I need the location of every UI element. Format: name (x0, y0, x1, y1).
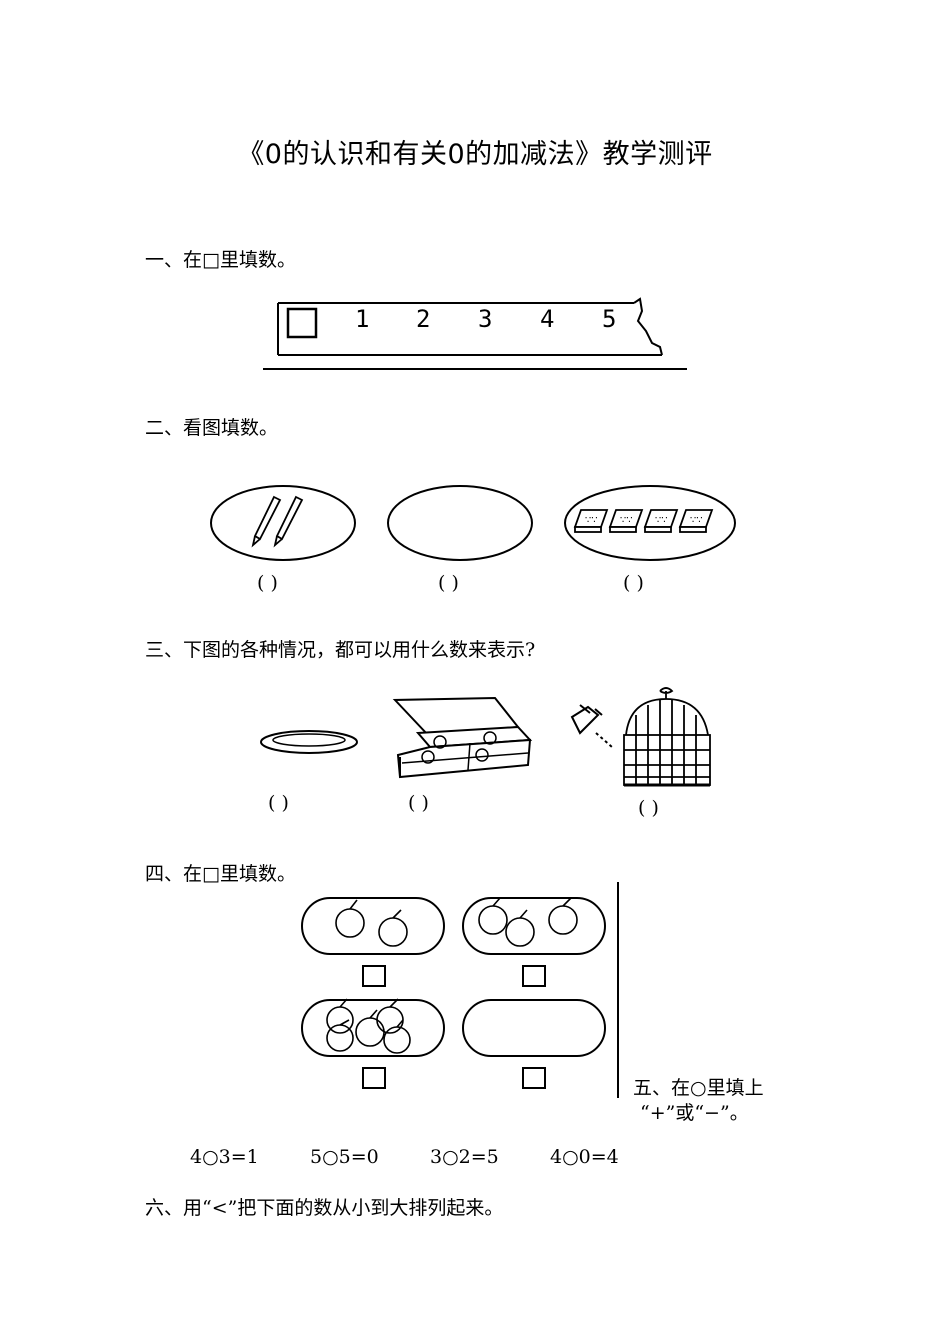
flying-bird-icon (570, 704, 613, 748)
apple-box-icon (392, 696, 533, 779)
answer-blank[interactable]: ( ) (268, 792, 289, 814)
svg-text:∵∵: ∵∵ (655, 515, 668, 526)
answer-box[interactable] (522, 965, 546, 987)
ruler-number: 2 (416, 305, 431, 333)
svg-text:∵∵: ∵∵ (585, 515, 598, 526)
ruler-number: 4 (540, 305, 555, 333)
eraser-icon: ∵∵ (573, 509, 609, 533)
pencil-icon (251, 495, 282, 548)
eraser-icon: ∵∵ (608, 509, 644, 533)
apple-icon (478, 897, 508, 935)
apple-icon (505, 909, 535, 947)
answer-box[interactable] (362, 965, 386, 987)
apple-icon (326, 998, 354, 1034)
question-4-label: 四、在□里填数。 (145, 863, 296, 885)
empty-plate-icon (260, 730, 358, 754)
question-5-label-cont: “+”或“−”。 (640, 1102, 749, 1124)
erasers-oval-figure: ∵∵ ∵∵ ∵∵ ∵∵ (564, 485, 736, 561)
apples-figure (301, 882, 619, 1098)
birdcage-icon (623, 687, 711, 787)
eraser-icon: ∵∵ (678, 509, 714, 533)
apple-icon (326, 1019, 354, 1052)
apple-icon (378, 909, 408, 947)
pencils-oval-figure (210, 485, 356, 561)
answer-blank[interactable]: ( ) (638, 797, 659, 819)
page-title: 《0的认识和有关0的加减法》教学测评 (237, 139, 713, 170)
number-ruler-figure (263, 297, 687, 370)
svg-text:∵∵: ∵∵ (620, 515, 633, 526)
apple-icon (355, 1009, 385, 1047)
ruler-number-labels: 1 2 3 4 5 (260, 295, 690, 375)
question-1-label: 一、在□里填数。 (145, 249, 296, 271)
equation[interactable]: 4○0=4 (550, 1146, 619, 1168)
eraser-icon: ∵∵ (643, 509, 679, 533)
answer-blank[interactable]: ( ) (257, 572, 278, 594)
equation[interactable]: 5○5=0 (310, 1146, 379, 1168)
empty-oval-figure (387, 485, 533, 561)
answer-box[interactable] (522, 1067, 546, 1089)
bird-and-empty-cage-icon (570, 687, 711, 787)
equation[interactable]: 3○2=5 (430, 1146, 499, 1168)
ruler-number: 5 (602, 305, 617, 333)
answer-blank[interactable]: ( ) (408, 792, 429, 814)
question-6-label: 六、用“<”把下面的数从小到大排列起来。 (145, 1197, 504, 1219)
ruler-number: 3 (478, 305, 493, 333)
apple-icon (383, 1019, 411, 1054)
answer-box[interactable] (362, 1067, 386, 1089)
pencil-icon (273, 495, 304, 548)
svg-text:∵∵: ∵∵ (690, 515, 703, 526)
ruler-blank-box[interactable] (286, 307, 318, 339)
ruler-number: 1 (355, 305, 370, 333)
apple-icon (548, 897, 578, 935)
question-5-label: 五、在○里填上 (633, 1077, 764, 1099)
answer-blank[interactable]: ( ) (438, 572, 459, 594)
equation[interactable]: 4○3=1 (190, 1146, 259, 1168)
apple-icon (335, 899, 365, 938)
question-2-label: 二、看图填数。 (145, 417, 279, 439)
question-3-label: 三、下图的各种情况，都可以用什么数来表示? (145, 639, 536, 661)
answer-blank[interactable]: ( ) (623, 572, 644, 594)
